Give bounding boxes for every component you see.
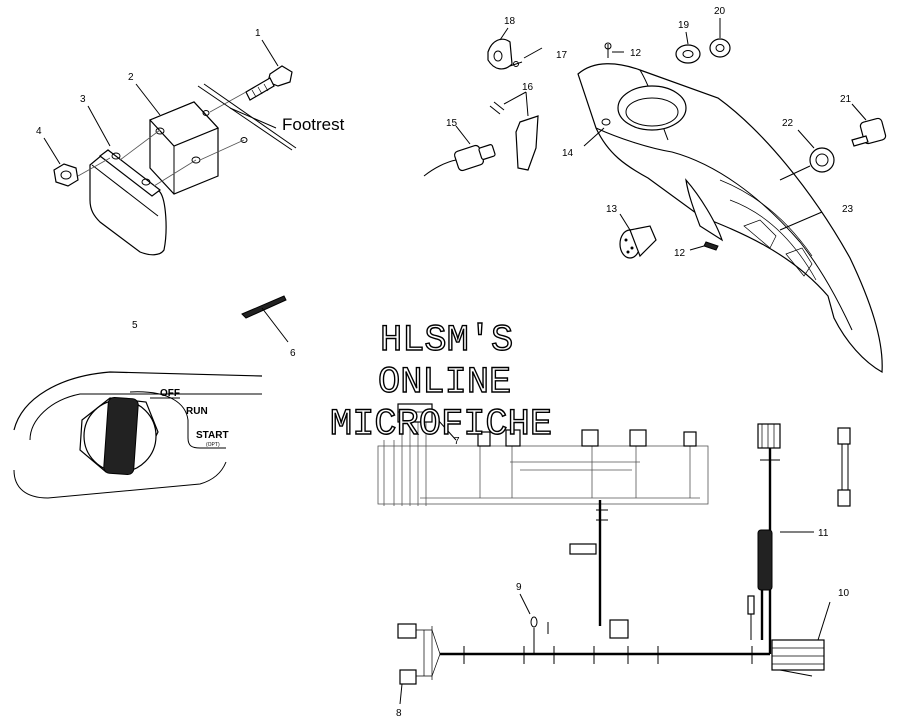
screw-part-12a — [604, 42, 612, 58]
watermark: HLSM'S ONLINE MICROFICHE — [329, 319, 552, 446]
watermark-line-2: ONLINE — [378, 362, 511, 404]
callout-18: 18 — [504, 16, 516, 27]
callout-16: 16 — [522, 82, 534, 93]
switch-opt-label: (OPT) — [206, 442, 220, 448]
nut-part-4 — [53, 163, 79, 187]
lever-part-16 — [489, 101, 539, 171]
ignition-switch-panel — [13, 371, 263, 499]
callout-17: 17 — [556, 50, 568, 61]
callout-12b: 12 — [674, 248, 686, 259]
junction-box-part-10 — [771, 639, 825, 677]
callout-20: 20 — [714, 6, 726, 17]
callout-11: 11 — [818, 528, 829, 539]
callout-23: 23 — [842, 204, 854, 215]
wiring-harness — [377, 403, 851, 705]
screw-part-12b — [703, 241, 719, 251]
callout-19: 19 — [678, 20, 690, 31]
callout-4: 4 — [36, 126, 42, 137]
switch-run-label: RUN — [186, 406, 208, 417]
watermark-line-3: MICROFICHE — [330, 404, 552, 446]
ring-part-22 — [809, 147, 835, 173]
callout-15: 15 — [446, 118, 458, 129]
switch-part-15 — [423, 144, 496, 177]
watermark-line-1: HLSM'S — [380, 320, 513, 362]
bolt-part-1 — [245, 65, 293, 101]
callout-2: 2 — [128, 72, 134, 83]
connector-part-13 — [619, 225, 657, 259]
callout-3: 3 — [80, 94, 86, 105]
callout-6: 6 — [290, 348, 296, 359]
footrest-label: Footrest — [282, 115, 345, 134]
callout-5: 5 — [132, 320, 138, 331]
handlebar-housing-part-23 — [577, 63, 883, 373]
callout-22: 22 — [782, 118, 794, 129]
nut-part-20 — [709, 38, 731, 58]
switch-start-label: START — [196, 430, 229, 441]
callout-10: 10 — [838, 588, 850, 599]
callout-14: 14 — [562, 148, 574, 159]
plate-part-2 — [148, 101, 248, 195]
callout-21: 21 — [840, 94, 852, 105]
callout-9: 9 — [516, 582, 522, 593]
pin-part-17 — [509, 61, 523, 67]
callout-1: 1 — [255, 28, 261, 39]
callout-12a: 12 — [630, 48, 642, 59]
key-part-21 — [851, 117, 887, 147]
clip-part-6 — [241, 295, 289, 343]
connector-part-8 — [397, 623, 441, 685]
grommet-part-14 — [583, 118, 611, 147]
switch-off-label: OFF — [160, 388, 180, 399]
callout-labels: 1 2 3 4 5 6 7 8 9 10 11 12 12 13 14 15 1… — [36, 6, 854, 719]
footrest-pad-part-3 — [89, 149, 167, 256]
ring-terminal-part-9 — [530, 616, 538, 654]
washer-part-19 — [675, 44, 701, 64]
callout-8: 8 — [396, 708, 402, 719]
footrest-assembly — [43, 39, 297, 256]
callout-7: 7 — [454, 436, 460, 447]
clip-part-18 — [487, 38, 513, 70]
callout-13: 13 — [606, 204, 618, 215]
